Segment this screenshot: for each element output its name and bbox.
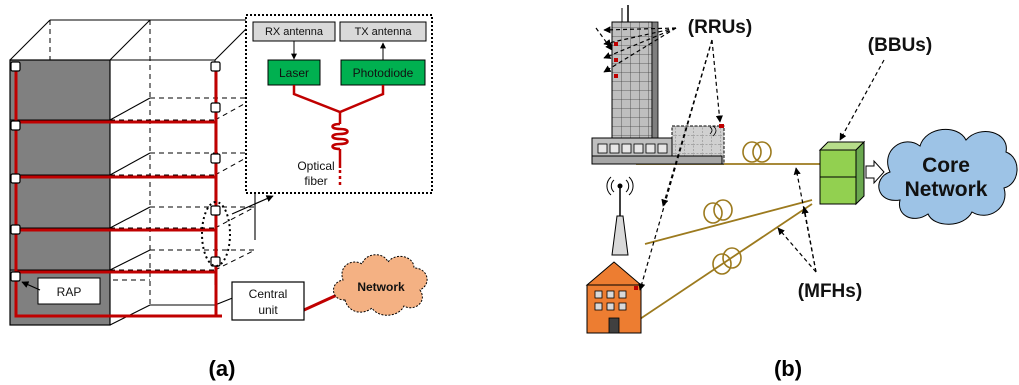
podium-base (591, 155, 723, 165)
inset-fiber (292, 85, 385, 188)
fiber-coil (752, 141, 772, 163)
rap-node (210, 205, 221, 216)
laser-label: Laser (279, 66, 309, 80)
panel-a: RAP Central unit Network RX antenna TX a… (9, 14, 433, 381)
core-network-label-1: Core (922, 154, 970, 177)
fiber-network (14, 65, 349, 318)
core-network-label-2: Network (905, 178, 988, 201)
optical-fiber-label-1: Optical (297, 159, 334, 173)
skyscraper (611, 5, 659, 141)
rap-node (10, 271, 21, 282)
core-network-cloud (878, 128, 1018, 225)
fiber-coils (703, 141, 772, 275)
zoom-arrow (231, 195, 274, 215)
laser-box (267, 59, 321, 86)
caption-a: (a) (209, 356, 236, 381)
fiber-coil (712, 253, 732, 275)
rx-antenna-label: RX antenna (265, 26, 324, 38)
rap-node (10, 120, 21, 131)
rap-node (210, 153, 221, 164)
fiber-coil (722, 247, 742, 269)
rap-node (10, 224, 21, 235)
central-unit-box (231, 281, 305, 321)
bbu-stack (818, 140, 866, 206)
zoom-ellipse (201, 201, 231, 267)
fronthaul-links (627, 163, 820, 328)
bbu-to-core-arrow (865, 159, 885, 185)
annotation-arrows (595, 26, 885, 291)
cell-tower (606, 176, 634, 256)
fiber-coil (713, 199, 733, 221)
rap-label: RAP (57, 285, 82, 299)
building-floor-lines (10, 119, 110, 271)
bbus-label: (BBUs) (868, 35, 932, 56)
photodiode-box (340, 59, 426, 86)
optical-fiber-label-2: fiber (304, 174, 327, 188)
rap-node (10, 61, 21, 72)
podium-windows (597, 143, 668, 154)
rap-node (210, 102, 221, 113)
network-cloud (333, 254, 428, 316)
network-label: Network (357, 280, 405, 294)
rap-node (10, 173, 21, 184)
rap-arrow (21, 281, 41, 291)
rap-nodes (10, 61, 221, 282)
tx-antenna-box (339, 21, 427, 42)
fiber-coil (703, 202, 723, 224)
caption-b: (b) (774, 356, 802, 381)
rap-node (210, 61, 221, 72)
rrus-label: (RRUs) (688, 17, 752, 38)
panel-b: Core Network (RRUs) (BBUs) (MFHs) (b) (585, 5, 1018, 381)
rap-node (210, 256, 221, 267)
rap-label-box (37, 277, 101, 305)
tx-antenna-label: TX antenna (355, 26, 413, 38)
photodiode-label: Photodiode (353, 66, 414, 80)
central-unit-label-1: Central (249, 287, 288, 301)
mfhs-label: (MFHs) (798, 281, 862, 302)
fiber-coil (742, 141, 762, 163)
central-unit-label-2: unit (258, 303, 278, 317)
house (585, 261, 643, 334)
